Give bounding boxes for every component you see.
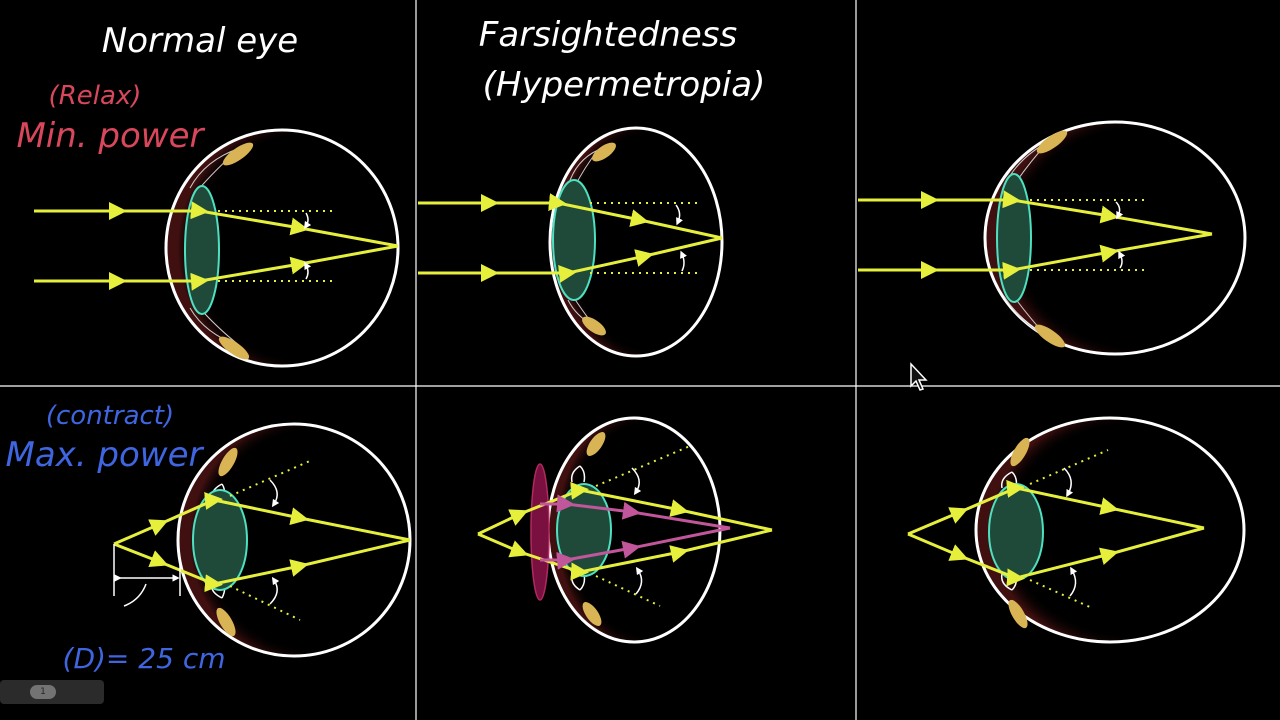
eye-lens [552,179,596,301]
label-relax: (Relax) [49,81,142,111]
muscle-top [592,142,616,162]
corrected-ray-bottom [540,526,731,570]
muscle-top [1010,437,1030,467]
muscle-top [586,432,606,456]
ciliary-fibers [570,465,586,591]
muscle-bottom [218,336,250,360]
muscle-top [218,447,238,477]
muscle-top [1036,130,1068,154]
eye-third-relaxed [858,120,1247,356]
label-near-point: (D)= 25 cm [63,642,226,675]
muscle-top [222,142,254,166]
bend-arrow-bottom [1069,566,1078,597]
ciliary-fibers [1000,471,1018,591]
ray-top [858,190,1213,236]
label-contract: (contract) [46,401,174,431]
guide-dotted-bottom [229,585,301,621]
page-number[interactable]: 1 [30,685,56,699]
ray-bottom [477,528,773,581]
title-normal-eye: Normal eye [102,21,298,61]
ray-bottom [907,526,1205,587]
ray-top [418,193,723,240]
ray-bottom [858,232,1213,280]
ray-bottom [34,244,399,291]
bend-arrow-bottom [635,566,644,595]
eye-normal-relaxed [34,128,400,368]
corrected-ray-top [540,494,731,530]
bend-arrow-top [1063,467,1074,498]
ray-bottom [418,236,723,283]
bend-arrow-bottom [680,250,687,272]
bend-arrow-bottom [1118,250,1126,269]
eye-lens [988,483,1044,581]
bend-arrow-top [303,212,312,230]
page-indicator[interactable]: 1 [0,680,104,704]
corrective-lens [530,463,550,601]
title-hypermetropia: (Hypermetropia) [483,65,766,105]
eye-hypermetropia-corrected [477,416,773,644]
muscle-bottom [582,602,602,626]
label-max-power: Max. power [6,435,205,475]
bend-arrow-top [269,479,280,508]
eye-hypermetropia-relaxed [418,126,724,358]
guide-dotted-top [595,445,691,487]
ray-bottom [113,538,411,593]
eyeball [548,126,724,358]
guide-dotted-bottom [1029,579,1093,609]
eye-normal-contracted [113,422,412,658]
bend-arrow-top [631,467,642,496]
ciliary-fibers [567,149,599,327]
ciliary-fibers [1003,141,1049,339]
ray-top [477,481,773,536]
mouse-cursor-icon [910,362,928,391]
bend-arrow-top [675,204,683,226]
label-min-power: Min. power [16,116,205,156]
eye-lens [556,483,612,577]
distance-pointer [123,583,147,607]
bend-arrow-bottom [304,261,312,280]
ray-top-inner [34,201,399,248]
bend-arrow-top [1115,201,1124,220]
muscle-bottom [582,316,606,336]
eye-lens [996,173,1032,303]
muscle-bottom [1034,324,1066,348]
eye-lens [184,185,220,315]
muscle-bottom [1008,599,1028,629]
ciliary-fibers [189,147,241,347]
guide-dotted-top [229,459,313,497]
eyeball [983,120,1247,356]
ray-top [113,492,411,546]
guide-dotted-bottom [595,575,661,607]
bend-arrow-bottom [269,576,280,605]
ray-top [907,479,1205,536]
title-farsightedness: Farsightedness [479,15,737,55]
eye-third-contracted [907,416,1246,644]
guide-dotted-top [1029,449,1109,485]
eyeball [164,128,400,368]
muscle-bottom [216,607,236,637]
